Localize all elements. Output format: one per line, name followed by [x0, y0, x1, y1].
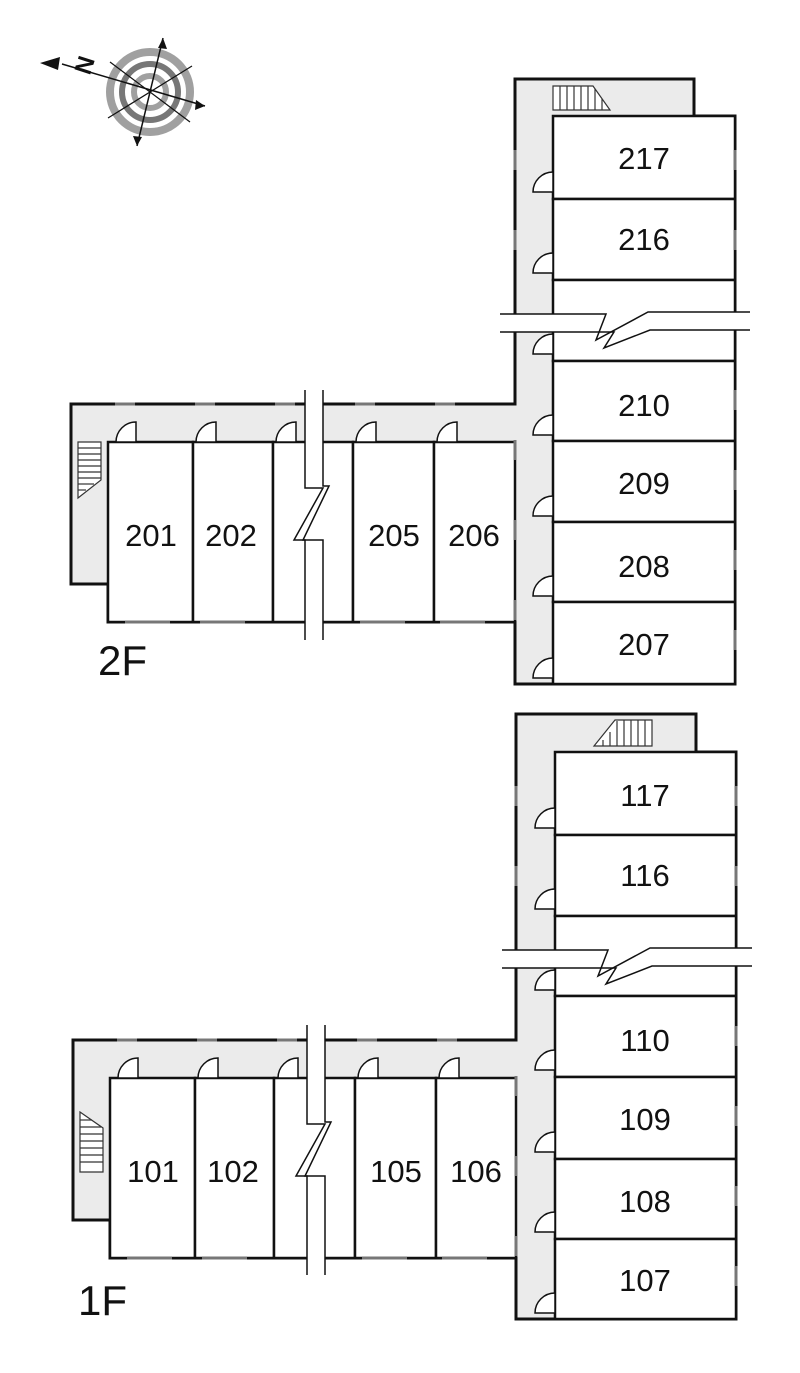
staircase-2f-upper [552, 85, 612, 111]
room-label-217: 217 [618, 141, 670, 176]
room-108 [553, 1157, 738, 1241]
room-label-106: 106 [450, 1154, 502, 1189]
room-label-107: 107 [619, 1263, 671, 1298]
floor-2: 217 216 210 209 208 207 201 202 205 206 … [69, 77, 750, 686]
break-line-1f-horizontal [307, 1025, 325, 1275]
room-102 [193, 1076, 276, 1260]
room-label-102: 102 [207, 1154, 259, 1189]
floor-1: 117 116 110 109 108 107 101 102 105 106 … [71, 712, 752, 1324]
room-206 [432, 440, 517, 624]
room-205 [351, 440, 436, 624]
room-label-109: 109 [619, 1102, 671, 1137]
compass-north-letter: N [70, 53, 101, 78]
room-label-216: 216 [618, 222, 670, 257]
room-209 [551, 439, 737, 524]
doors-2f-horizontal [115, 421, 458, 443]
room-217 [551, 114, 737, 201]
doors-2f-vertical [532, 171, 554, 679]
room-label-117: 117 [620, 778, 669, 813]
room-label-205: 205 [368, 518, 420, 553]
break-line-2f-vertical [500, 312, 750, 348]
room-label-116: 116 [620, 858, 669, 893]
room-207 [551, 600, 737, 686]
break-line-1f-vertical [502, 948, 752, 984]
room-label-209: 209 [618, 466, 670, 501]
room-label-208: 208 [618, 549, 670, 584]
doors-1f-vertical [534, 807, 556, 1314]
room-label-206: 206 [448, 518, 500, 553]
room-105 [353, 1076, 438, 1260]
staircase-1f-left [79, 1110, 104, 1173]
room-label-110: 110 [620, 1023, 669, 1058]
room-116 [553, 833, 738, 918]
windows-2f [115, 150, 737, 650]
staircase-2f-left [77, 441, 102, 500]
floor-label-1f: 1F [78, 1277, 127, 1324]
compass-icon: N [40, 37, 206, 147]
room-label-108: 108 [619, 1184, 671, 1219]
room-label-207: 207 [618, 627, 670, 662]
room-107 [553, 1237, 738, 1321]
room-101 [108, 1076, 197, 1260]
room-label-201: 201 [125, 518, 177, 553]
room-202 [191, 440, 275, 624]
doors-1f-horizontal [117, 1057, 460, 1079]
room-label-202: 202 [205, 518, 257, 553]
room-label-101: 101 [127, 1154, 179, 1189]
room-label-105: 105 [370, 1154, 422, 1189]
windows-1f [117, 786, 738, 1286]
room-label-210: 210 [618, 388, 670, 423]
floor-label-2f: 2F [98, 637, 147, 684]
staircase-1f-upper [592, 719, 653, 747]
room-110 [553, 994, 738, 1079]
